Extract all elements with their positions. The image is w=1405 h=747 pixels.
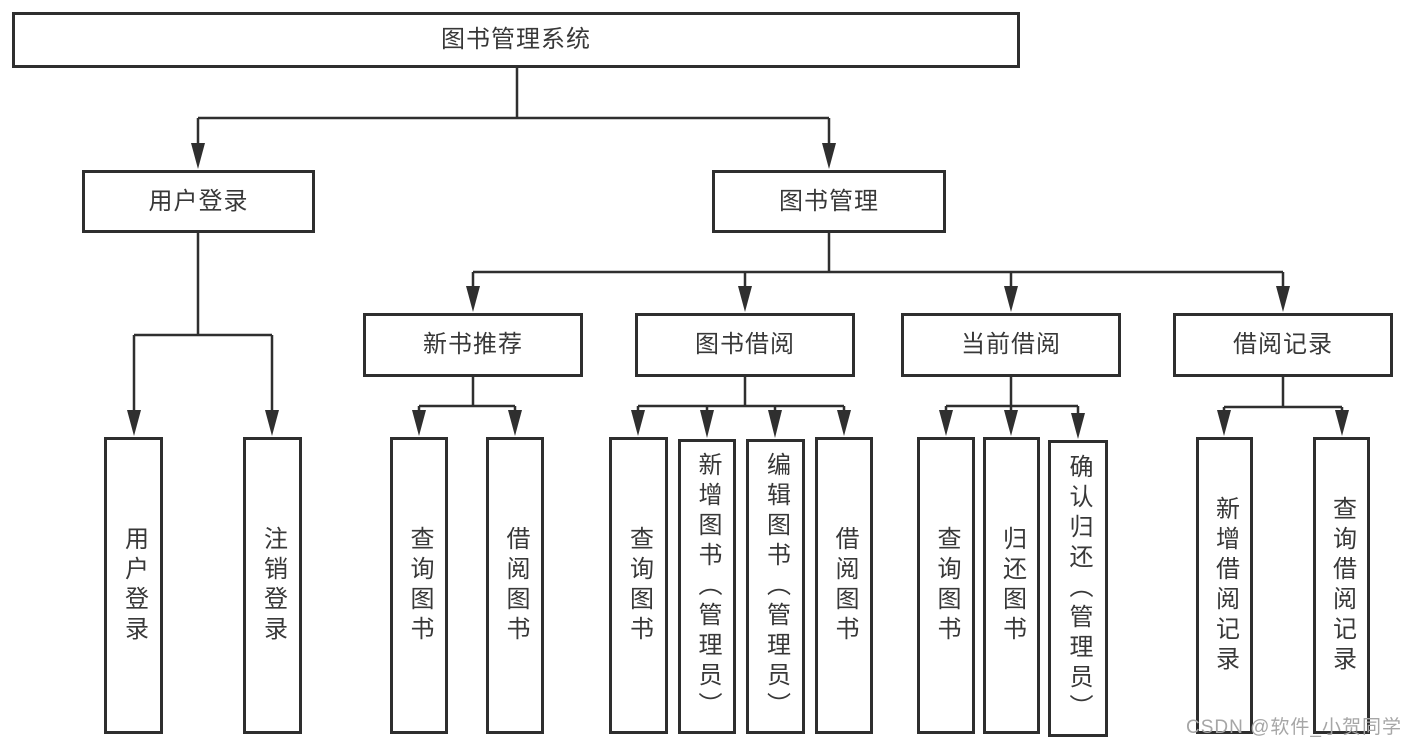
node-library-management-system: 图书管理系统: [12, 12, 1020, 68]
arrow-down-icon: [939, 410, 953, 436]
leaf-query-books-recommend: 查询图书: [390, 437, 448, 734]
node-user-login: 用户登录: [82, 170, 315, 233]
arrow-down-icon: [1276, 286, 1290, 312]
leaf-return-books: 归还图书: [983, 437, 1040, 734]
leaf-borrow-books-recommend: 借阅图书: [486, 437, 544, 734]
arrow-down-icon: [1004, 410, 1018, 436]
arrow-down-icon: [508, 410, 522, 436]
leaf-add-books-admin: 新增图书（管理员）: [678, 439, 736, 734]
connector-book-management-to-level3: [466, 233, 1290, 312]
arrow-down-icon: [1071, 413, 1085, 439]
leaf-edit-books-admin: 编辑图书（管理员）: [746, 439, 805, 734]
arrow-down-icon: [700, 410, 714, 438]
node-current-borrow: 当前借阅: [901, 313, 1121, 377]
connector-borrow-records-to-children: [1217, 377, 1349, 436]
leaf-add-borrow-record: 新增借阅记录: [1196, 437, 1253, 734]
arrow-down-icon: [1335, 410, 1349, 436]
leaf-query-books-borrow: 查询图书: [609, 437, 668, 734]
watermark-csdn: CSDN @软件_小贺同学: [1186, 717, 1402, 738]
connector-book-borrow-to-children: [631, 377, 851, 438]
leaf-logout-login: 注销登录: [243, 437, 302, 734]
connector-current-borrow-to-children: [939, 377, 1085, 439]
node-borrow-records: 借阅记录: [1173, 313, 1393, 377]
connector-new-book-recommend-to-children: [412, 377, 522, 436]
connector-root-to-level2: [191, 68, 836, 169]
arrow-down-icon: [1217, 410, 1231, 436]
arrow-down-icon: [631, 410, 645, 436]
node-book-management: 图书管理: [712, 170, 946, 233]
arrow-down-icon: [1004, 286, 1018, 312]
node-new-book-recommend: 新书推荐: [363, 313, 583, 377]
node-book-borrow: 图书借阅: [635, 313, 855, 377]
leaf-confirm-return-admin: 确认归还（管理员）: [1048, 440, 1108, 737]
connector-user-login-to-children: [127, 233, 279, 436]
arrow-down-icon: [265, 410, 279, 436]
leaf-query-books-current: 查询图书: [917, 437, 975, 734]
arrow-down-icon: [738, 286, 752, 312]
leaf-borrow-books: 借阅图书: [815, 437, 873, 734]
arrow-down-icon: [837, 410, 851, 436]
arrow-down-icon: [127, 410, 141, 436]
arrow-down-icon: [466, 286, 480, 312]
arrow-down-icon: [768, 410, 782, 438]
arrow-down-icon: [412, 410, 426, 436]
leaf-query-borrow-record: 查询借阅记录: [1313, 437, 1370, 734]
leaf-user-login: 用户登录: [104, 437, 163, 734]
arrow-down-icon: [191, 143, 205, 169]
arrow-down-icon: [822, 143, 836, 169]
